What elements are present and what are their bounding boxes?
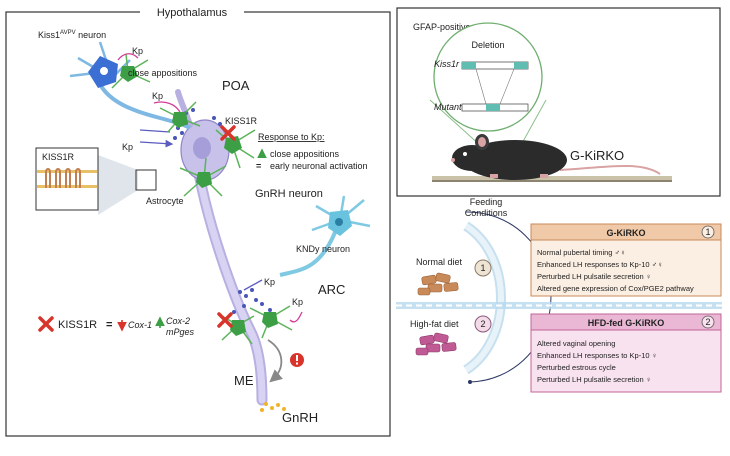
kp-arc-right: Kp	[292, 297, 303, 307]
astrocyte-label: Astrocyte	[146, 196, 184, 206]
astrocyte-main	[179, 157, 227, 197]
cox1-label: Cox-1	[128, 320, 152, 330]
kndy-neuron: KNDy neuron	[279, 195, 371, 277]
gfap-panel: GFAP-positive cells Deletion Kiss1r Muta…	[396, 7, 721, 197]
normal-diet-label: Normal diet	[416, 257, 463, 267]
box1-item-3: Perturbed LH pulsatile secretion ♀	[537, 272, 651, 281]
alert-icon	[290, 353, 304, 367]
astrocyte-top	[111, 53, 151, 89]
panel-title: Hypothalamus	[157, 7, 228, 19]
astrocyte-poa-right	[215, 129, 256, 169]
box2-item-2: Enhanced LH responses to Kp-10 ♀	[537, 351, 657, 360]
mpges-label: mPges	[166, 327, 195, 337]
close-appositions-top: close appositions	[128, 68, 198, 78]
box2-item-4: Perturbed LH pulsatile secretion ♀	[537, 375, 651, 384]
box2-title: HFD-fed G-KiRKO	[588, 318, 665, 328]
box1-item-2: Enhanced LH responses to Kp-10 ♂♀	[537, 260, 663, 269]
hfd-label: High-fat diet	[410, 319, 459, 329]
feeding-title-line1: Feeding	[470, 197, 503, 207]
box1-item-4: Altered gene expression of Cox/PGE2 path…	[537, 284, 694, 293]
box1-num: 1	[705, 227, 710, 237]
red-x-arc	[217, 312, 233, 328]
astrocyte-arc	[217, 305, 293, 345]
kiss1r-inset: KISS1R Astrocyte	[35, 147, 184, 215]
response-title: Response to Kp:	[258, 132, 325, 142]
hfd-gkirko-box: HFD-fed G-KiRKO 2 Altered vaginal openin…	[530, 313, 722, 393]
hfd-pellets	[415, 332, 457, 356]
box2-item-3: Perturbed estrous cycle	[537, 363, 616, 372]
kiss1-label: Kiss1AVPV neuron	[38, 30, 106, 40]
equals-sign: =	[256, 161, 261, 171]
me-label: ME	[234, 373, 254, 388]
kiss1r-gene-label: Kiss1r	[434, 59, 460, 69]
astrocyte-poa-left	[159, 101, 201, 133]
red-x-poa	[220, 125, 236, 141]
bottom-kiss1r-label: KISS1R	[58, 319, 97, 331]
kiss1r-box-label: KISS1R	[42, 152, 75, 162]
feeding-title-line2: Conditions	[465, 208, 508, 218]
cox2-label: Cox-2	[166, 316, 190, 326]
deletion-label: Deletion	[471, 40, 504, 50]
response-early-activation: early neuronal activation	[270, 161, 368, 171]
model-label: G-KiRKO	[570, 148, 624, 163]
hypothalamus-panel: Hypothalamus GnRH neuron Kiss1AVPV neuro…	[5, 4, 391, 437]
gnrh-neuron-label: GnRH neuron	[255, 188, 323, 200]
kp-left-mid: Kp	[122, 142, 133, 152]
kp-arc-top: Kp	[264, 277, 275, 287]
normal-num: 1	[480, 263, 485, 273]
hfd-num: 2	[480, 319, 485, 329]
kiss1r-receptor-label: KISS1R	[225, 116, 258, 126]
gfap-title: GFAP-positive cells	[413, 22, 492, 32]
bottom-equals: =	[106, 319, 112, 331]
kp-left-top: Kp	[152, 91, 163, 101]
box1-item-1: Normal pubertal timing ♂♀	[537, 248, 626, 257]
gkirko-box: G-KiRKO 1 Normal pubertal timing ♂♀ Enha…	[530, 223, 722, 297]
mutant-label: Mutant	[434, 102, 462, 112]
poa-label: POA	[222, 78, 250, 93]
gnrh-release	[260, 402, 286, 412]
gnrh-release-label: GnRH	[282, 410, 318, 425]
box1-title: G-KiRKO	[607, 228, 646, 238]
response-close-appositions: close appositions	[270, 149, 340, 159]
arc-label: ARC	[318, 282, 345, 297]
gnrh-nucleus	[193, 137, 211, 159]
kndy-label: KNDy neuron	[296, 244, 350, 254]
kp-dots-arc	[232, 288, 272, 314]
box2-item-1: Altered vaginal opening	[537, 339, 615, 348]
mouse-illustration	[432, 134, 672, 182]
kp-top: Kp	[132, 46, 143, 56]
box2-num: 2	[705, 317, 710, 327]
me-arrow	[267, 339, 283, 383]
normal-diet-pellets	[417, 272, 459, 296]
red-x-bottom	[38, 316, 54, 332]
